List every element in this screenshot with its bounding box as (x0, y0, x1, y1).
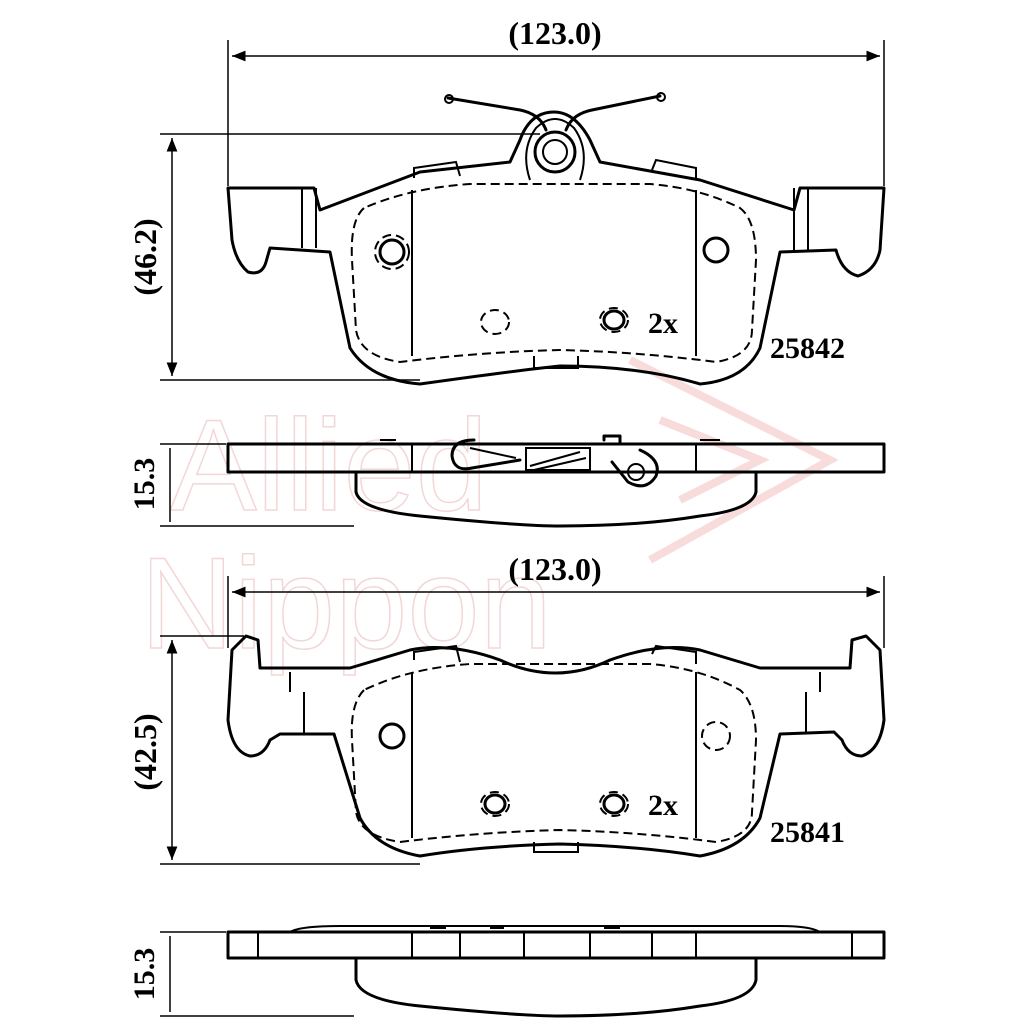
top-pad-front-view (226, 92, 886, 386)
watermark-line1: Allied (170, 392, 488, 538)
top-thickness-label: 15.3 (128, 458, 161, 511)
bottom-pad-part-number: 25841 (770, 816, 845, 849)
top-height-label: (46.2) (127, 218, 163, 295)
watermark: Allied Nippon (139, 356, 839, 677)
bottom-pad-front-view (226, 634, 886, 858)
bottom-width-label: (123.0) (508, 551, 601, 587)
bottom-pad-qty-label: 2x (648, 789, 678, 822)
bottom-height-dimension (160, 635, 420, 865)
bottom-pad-side-view (226, 925, 886, 1018)
watermark-line2: Nippon (140, 530, 552, 676)
bottom-thickness-label: 15.3 (128, 948, 161, 1001)
bottom-thickness-dimension (160, 931, 354, 1017)
watermark-logo-mark (628, 356, 839, 564)
top-thickness-dimension (160, 443, 354, 527)
top-height-dimension (160, 133, 540, 381)
bottom-height-label: (42.5) (127, 713, 163, 790)
top-width-dimension (227, 40, 885, 186)
top-width-label: (123.0) (508, 15, 601, 51)
top-pad-qty-label: 2x (648, 307, 678, 340)
top-pad-part-number: 25842 (770, 332, 845, 365)
top-pad-side-view (226, 434, 886, 528)
